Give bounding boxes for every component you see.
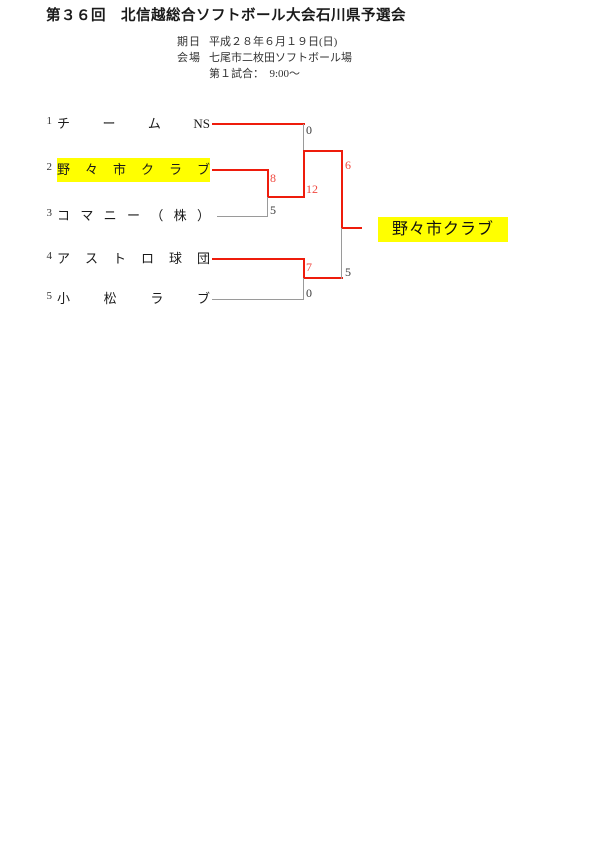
score-team2-round1: 8 [270,171,276,185]
date-label: 期日 [177,36,201,48]
bracket-vline-round1-bottom-upper [303,258,305,279]
team-name-3: コ マ ニ ー （ 株 ） [57,208,210,223]
score-bottom-final: 5 [345,265,351,279]
bracket-vline-semifinal-upper [303,124,304,151]
score-team3-round1: 5 [270,203,276,217]
seed-3: 3 [46,207,53,219]
seed-4: 4 [46,250,53,262]
bracket-line-team3 [217,216,268,217]
team-name-2-highlighted: 野 々 市 ク ラ ブ [57,158,210,182]
first-game-time: 第１試合： 9:00～ [209,68,301,80]
bracket-line-final-winner [341,227,362,229]
seed-1: 1 [46,115,53,127]
bracket-vline-final-lower [341,228,342,279]
bracket-line-round1-bottom-winner [303,277,343,279]
venue-value: 七尾市二枚田ソフトボール場 [209,52,352,64]
bracket-vline-round1-bottom-lower [303,278,304,300]
venue-label: 会場 [177,52,201,64]
bracket-vline-final-upper [341,150,343,229]
date-value: 平成２８年６月１９日(日) [209,36,338,48]
bracket-line-semifinal-winner [303,150,343,152]
bracket-line-team2 [212,169,269,171]
page-title: 第３６回 北信越総合ソフトボール大会石川県予選会 [46,8,406,24]
bracket-vline-round1-top-upper [267,169,269,197]
seed-2: 2 [46,161,53,173]
bracket-vline-semifinal-lower [303,150,305,198]
team-name-1: チ ー ム NS [57,116,210,131]
bracket-vline-round1-top-lower [267,197,268,217]
bracket-line-team1 [212,123,305,125]
bracket-line-team5 [212,299,304,300]
seed-5: 5 [46,290,53,302]
score-team4-round1: 7 [306,260,312,274]
score-top-final: 6 [345,158,351,172]
team-name-4: ア ス ト ロ 球 団 [57,251,210,266]
score-team1-semifinal: 0 [306,123,312,137]
bracket-line-team4 [212,258,305,260]
score-team5-round1: 0 [306,286,312,300]
champion-label: 野々市クラブ [378,217,508,242]
score-winner23-semifinal: 12 [306,182,318,196]
team-name-5: 小 松 ラ ブ [57,291,210,306]
bracket-line-round1-top-winner [267,196,305,198]
